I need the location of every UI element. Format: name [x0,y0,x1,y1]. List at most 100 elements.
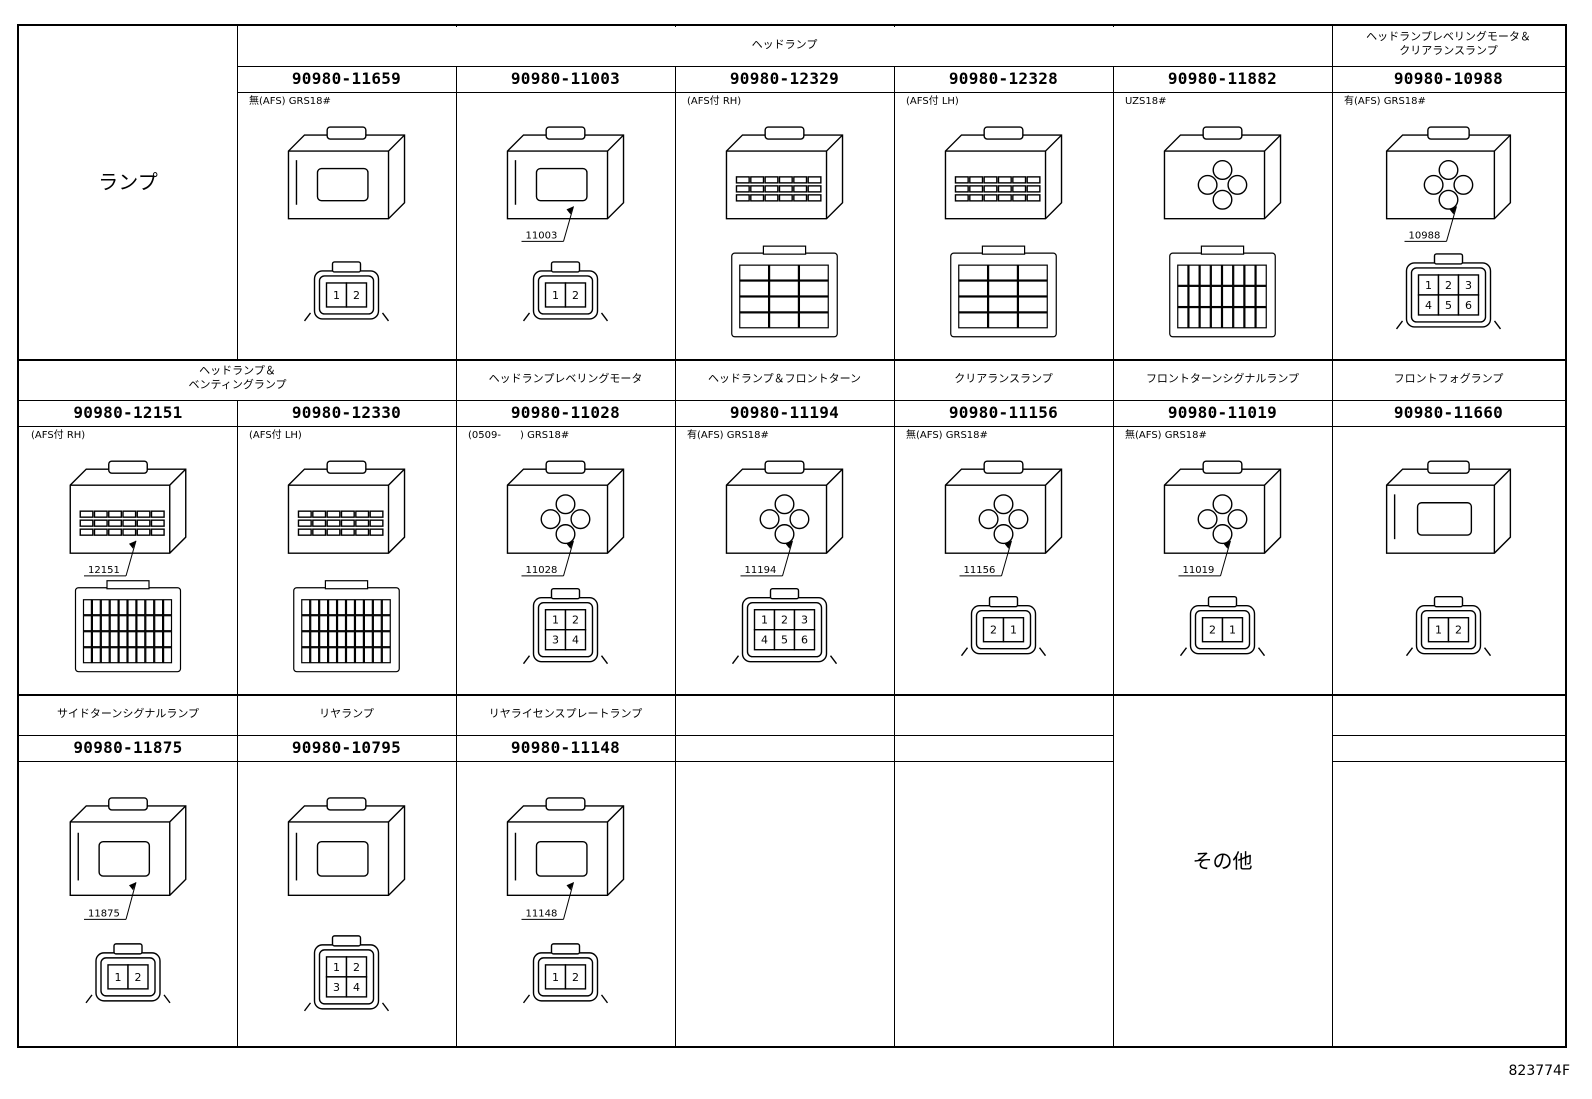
pin-number: 1 [333,961,340,974]
pin-cavity [739,264,770,281]
pin-cavity [91,599,101,616]
pin-cavity [1177,264,1189,286]
pin-cavity [1210,264,1223,286]
category-underline [675,400,894,401]
pin-cavity [739,312,770,329]
callout-number: 11194 [745,565,777,576]
connector-body-drawing [1385,126,1512,220]
pin-number: 1 [333,289,340,302]
pin-cavity [109,615,119,632]
merge-mask [236,361,239,400]
connector-svg [944,126,1063,338]
pin-cavity [1199,285,1211,308]
pin-cavity [1177,306,1189,329]
pin-cavity [127,615,137,632]
row-divider [19,694,1565,696]
pin-number: 5 [781,634,788,647]
callout-number: 11028 [526,565,558,576]
merge-mask [1112,27,1115,66]
connector-body-drawing [725,126,844,220]
pin-cavity [987,280,1019,297]
part-number: 90980-11028 [510,403,621,422]
pin-cavity [987,312,1019,329]
pin-cavity [1017,312,1048,329]
connector-body-drawing [287,126,406,220]
callout-number: 10988 [1409,230,1441,241]
pin-cavity [327,615,338,632]
pin-cavity [768,296,800,313]
pin-number: 2 [1455,624,1462,637]
pin-cavity [354,599,364,616]
pin-cavity [363,615,373,632]
pin-cavity [327,631,338,648]
part-callout: 11003 [521,206,574,242]
connector-face-drawing [950,245,1057,338]
pin-cavity [1221,306,1234,329]
pin-cavity [345,282,368,308]
part-number-underline [456,92,675,93]
category-underline [456,735,675,736]
pin-cavity [127,647,137,664]
pin-number: 2 [353,289,360,302]
callout-number: 11019 [1183,565,1215,576]
callout-number: 12151 [88,565,120,576]
pin-cavity [100,647,110,664]
part-callout: 11019 [1178,540,1231,577]
pin-cavity [564,629,587,651]
category-underline [894,400,1113,401]
category-underline [237,400,456,401]
category-underline [237,66,456,67]
grid-vline [456,26,457,1046]
part-number-underline [894,92,1113,93]
pin-cavity [154,647,164,664]
pin-cavity [768,264,800,281]
part-number-underline [675,761,894,762]
pin-cavity [145,615,155,632]
pin-cavity [372,615,382,632]
pin-cavity [1244,285,1256,308]
connector-illustration [1117,108,1328,354]
category-underline [1113,66,1332,67]
grid-vline [675,26,676,1046]
part-number: 90980-11019 [1167,403,1278,422]
callout-number: 11148 [526,908,558,919]
part-number-underline [237,761,456,762]
pin-cavity [82,615,93,632]
applicability-note: (AFS付 LH) [249,430,302,441]
connector-svg: 12151 [69,460,187,673]
figure-id: 823774F [1508,1063,1571,1079]
connector-illustration [679,108,890,354]
part-number: 90980-11003 [510,69,621,88]
pin-cavity [1244,306,1256,329]
pin-cavity [381,631,391,648]
pin-cavity [154,615,164,632]
part-number: 90980-12330 [291,403,402,422]
connector-body-drawing [69,797,187,897]
part-number: 90980-12328 [948,69,1059,88]
pin-cavity [739,280,770,297]
pin-cavity [354,647,364,664]
connector-body-drawing [1163,126,1282,220]
connector-body-drawing [1385,460,1512,554]
pin-cavity [327,599,338,616]
pin-cavity [319,647,329,664]
pin-cavity [564,964,587,990]
pin-cavity [798,280,829,297]
other-section-label: その他 [1192,849,1253,873]
pin-number: 1 [552,971,559,984]
pin-cavity [136,647,146,664]
connector-category-label: リヤライセンスプレートランプ [488,707,643,720]
pin-number: 1 [552,614,559,627]
pin-cavity [1188,285,1200,308]
part-number-underline [1332,92,1565,93]
connector-category-label: クリアランスランプ [954,372,1053,385]
pin-cavity [82,599,93,616]
